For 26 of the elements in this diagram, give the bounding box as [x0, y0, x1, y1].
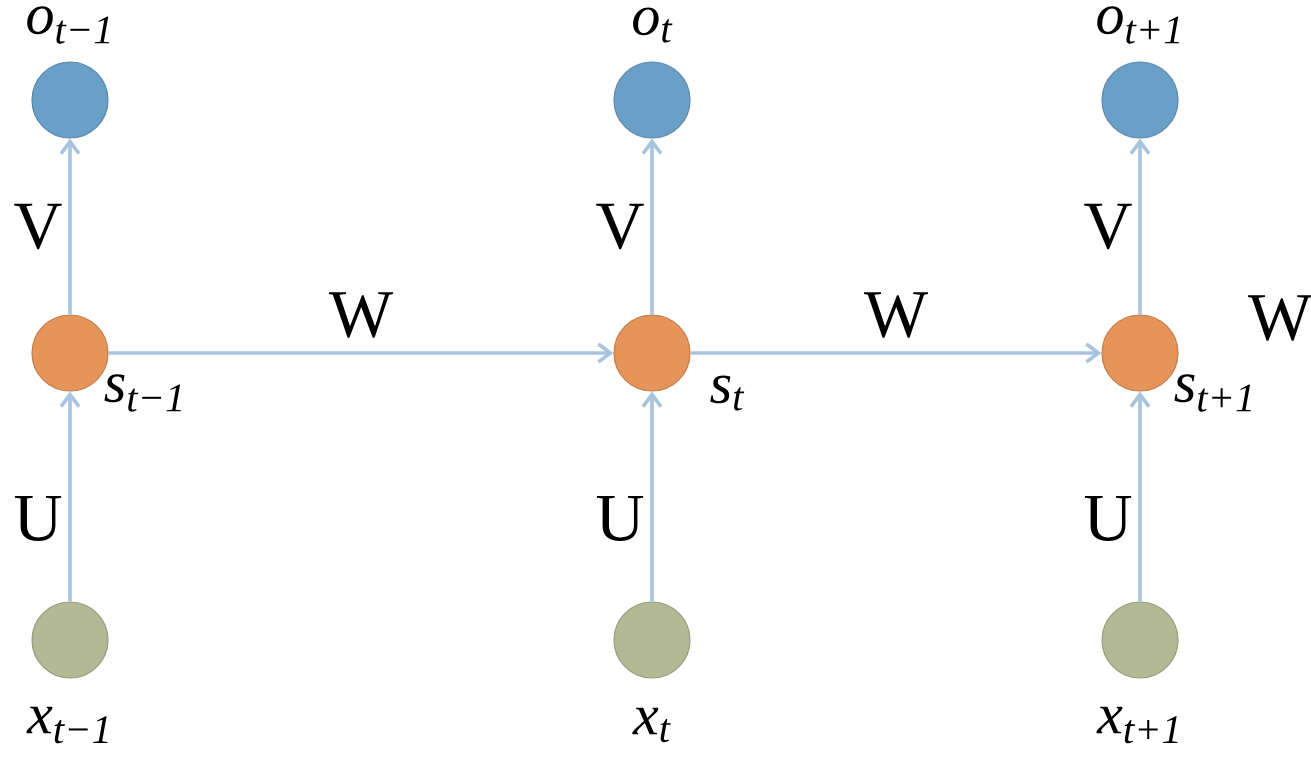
edge-label: U — [593, 493, 647, 544]
node-label: x$_{t}$ — [632, 707, 671, 743]
arrow — [641, 138, 663, 315]
node-label: s$_{t+1}$ — [1174, 374, 1251, 412]
arrow — [641, 391, 663, 602]
arrow — [59, 138, 81, 315]
arrow — [59, 391, 81, 602]
weight-label: W — [1248, 295, 1311, 341]
node-label: x$_{t−1}$ — [26, 706, 108, 744]
node-label: x$_{t+1}$ — [1096, 706, 1178, 744]
edge-label: W — [861, 290, 931, 340]
edge-label: U — [1081, 493, 1135, 544]
edge-label: V — [1081, 201, 1135, 252]
arrow — [690, 342, 1102, 364]
arrow — [108, 342, 614, 364]
node-label: s$_{t}$ — [710, 375, 745, 411]
edge-label: U — [11, 493, 65, 544]
edge-label: W — [326, 290, 396, 340]
arrow — [1129, 138, 1151, 315]
edge-label: V — [11, 201, 65, 252]
node-label: o$_{t+1}$ — [1097, 6, 1180, 44]
node-label: s$_{t−1}$ — [104, 374, 181, 412]
node-label: o$_{t}$ — [633, 7, 673, 43]
edge-label: V — [593, 201, 647, 252]
node-label: o$_{t−1}$ — [27, 6, 110, 44]
arrow — [1129, 391, 1151, 602]
